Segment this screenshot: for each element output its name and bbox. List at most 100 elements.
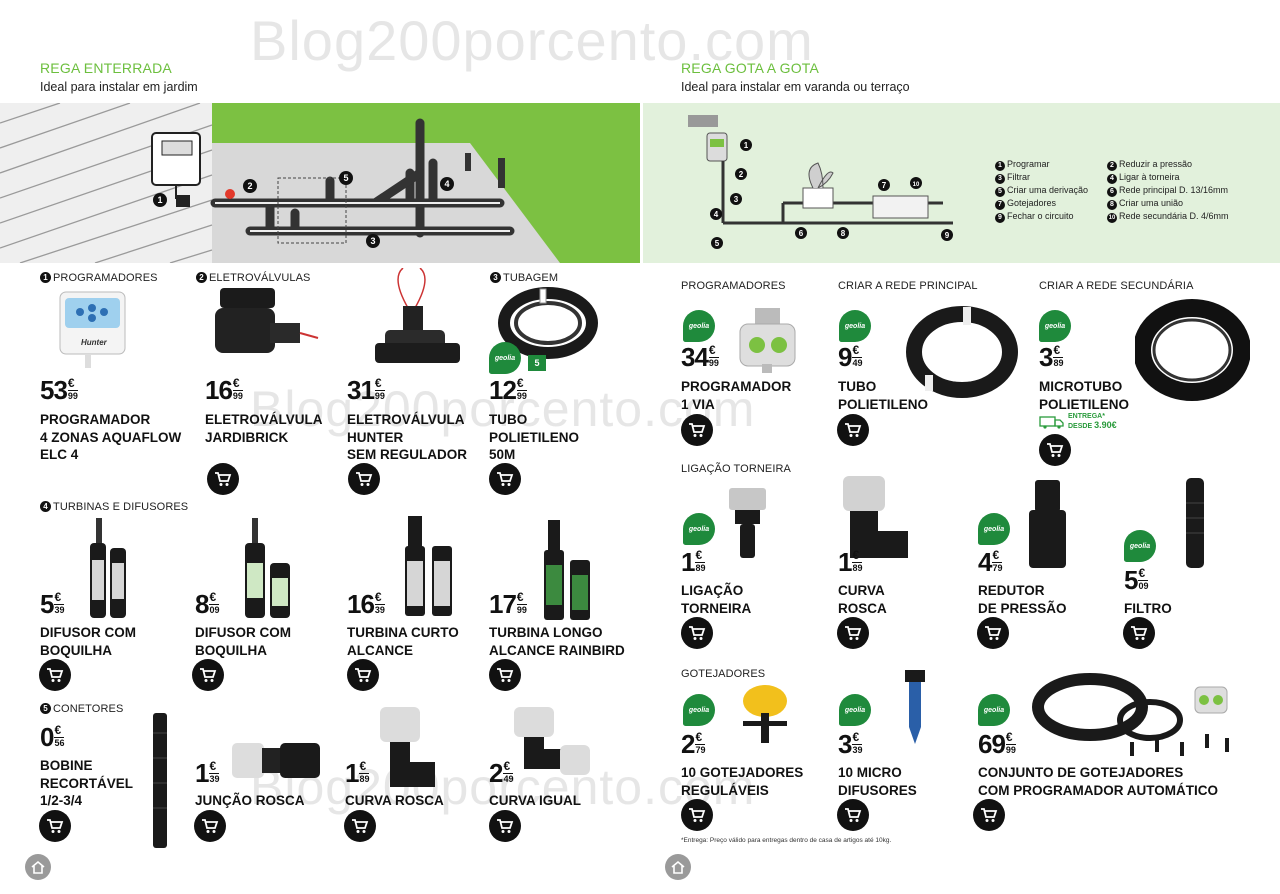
- diagram-number: 10: [913, 182, 920, 188]
- right-section-title: REGA GOTA A GOTA: [681, 60, 820, 76]
- geolia-badge: geolia: [683, 694, 715, 726]
- right-section-subtitle: Ideal para instalar em varanda ou terraç…: [681, 80, 910, 94]
- price-p7: 16€39: [347, 589, 385, 619]
- product-image-elbow: [838, 476, 913, 566]
- add-to-cart-button[interactable]: [1123, 617, 1155, 649]
- product-image-drip-kit: [1030, 672, 1240, 762]
- add-to-cart-button[interactable]: [489, 659, 521, 691]
- cart-icon: [1131, 626, 1148, 640]
- product-image-coupling: [232, 738, 322, 783]
- add-to-cart-button[interactable]: [977, 617, 1009, 649]
- truck-icon: [1039, 416, 1064, 429]
- price-r6: 4€79: [978, 547, 1003, 577]
- add-to-cart-button[interactable]: [192, 659, 224, 691]
- add-to-cart-button[interactable]: [489, 810, 521, 842]
- product-name-p11: CURVA ROSCA: [345, 793, 444, 808]
- diagram-number: 8: [841, 229, 846, 238]
- add-to-cart-button[interactable]: [39, 659, 71, 691]
- price-p8: 17€99: [489, 589, 527, 619]
- add-to-cart-button[interactable]: [973, 799, 1005, 831]
- diagram-number: 5: [715, 239, 720, 248]
- product-image-sprinkler: [240, 518, 295, 623]
- price-p3: 31€99: [347, 375, 385, 405]
- geolia-badge: geolia: [839, 310, 871, 342]
- cart-icon: [689, 423, 706, 437]
- home-button-left[interactable]: [25, 854, 51, 880]
- price-r3: 3€89: [1039, 342, 1064, 372]
- diagram-number: 5: [343, 173, 348, 183]
- product-image-programmer: Hunter: [55, 290, 130, 370]
- product-name-p12: CURVA IGUAL: [489, 793, 582, 808]
- add-to-cart-button[interactable]: [837, 799, 869, 831]
- home-button-right[interactable]: [665, 854, 691, 880]
- product-image-pressure-reducer: [1025, 480, 1070, 570]
- price-p5: 5€39: [40, 589, 65, 619]
- add-to-cart-button[interactable]: [39, 810, 71, 842]
- add-to-cart-button[interactable]: [681, 799, 713, 831]
- watermark-top: Blog200porcento.com: [250, 9, 814, 72]
- geolia-badge: geolia: [978, 513, 1010, 545]
- add-to-cart-button[interactable]: [681, 414, 713, 446]
- price-r9: 3€39: [838, 729, 863, 759]
- left-section-subtitle: Ideal para instalar em jardim: [40, 80, 198, 94]
- add-to-cart-button[interactable]: [194, 810, 226, 842]
- cart-icon: [352, 819, 369, 833]
- price-r1: 34€99: [681, 342, 719, 372]
- delivery-footnote: *Entrega: Preço válido para entregas den…: [681, 837, 892, 844]
- product-name-p10: JUNÇÃO ROSCA: [195, 793, 305, 808]
- cart-icon: [845, 423, 862, 437]
- price-p6: 8€09: [195, 589, 220, 619]
- price-p2: 16€99: [205, 375, 243, 405]
- product-image-tube-roll: [490, 285, 600, 370]
- price-p11: 1€89: [345, 758, 370, 788]
- price-p4: 12€99: [489, 375, 527, 405]
- price-r8: 2€79: [681, 729, 706, 759]
- product-image-polyethylene-roll: [905, 305, 1020, 400]
- cart-icon: [689, 626, 706, 640]
- add-to-cart-button[interactable]: [837, 414, 869, 446]
- price-p1: 53€99: [40, 375, 78, 405]
- left-section-title: REGA ENTERRADA: [40, 60, 172, 76]
- add-to-cart-button[interactable]: [837, 617, 869, 649]
- diagram-number: 4: [714, 210, 719, 219]
- diagram-number: 7: [882, 181, 887, 190]
- add-to-cart-button[interactable]: [344, 810, 376, 842]
- product-image-dripper: [735, 683, 795, 748]
- product-image-turbine-rainbird: [540, 520, 595, 625]
- add-to-cart-button[interactable]: [348, 463, 380, 495]
- add-to-cart-button[interactable]: [681, 617, 713, 649]
- product-image-tap-connector: [725, 488, 770, 560]
- cart-icon: [47, 819, 64, 833]
- add-to-cart-button[interactable]: [207, 463, 239, 495]
- product-image-hose-barb: [145, 713, 175, 848]
- left-irrigation-diagram: 1 2 3 4 5: [0, 103, 640, 263]
- cart-icon: [497, 472, 514, 486]
- add-to-cart-button[interactable]: [347, 659, 379, 691]
- geolia-badge: geolia: [1124, 530, 1156, 562]
- add-to-cart-button[interactable]: [1039, 434, 1071, 466]
- cart-icon: [202, 819, 219, 833]
- price-p9: 0€56: [40, 722, 65, 752]
- product-image-filter: [1180, 478, 1210, 568]
- tube-length-badge: 5: [528, 355, 546, 371]
- home-icon: [671, 860, 685, 874]
- cart-icon: [845, 626, 862, 640]
- price-r5: 1€89: [838, 547, 863, 577]
- add-to-cart-button[interactable]: [489, 463, 521, 495]
